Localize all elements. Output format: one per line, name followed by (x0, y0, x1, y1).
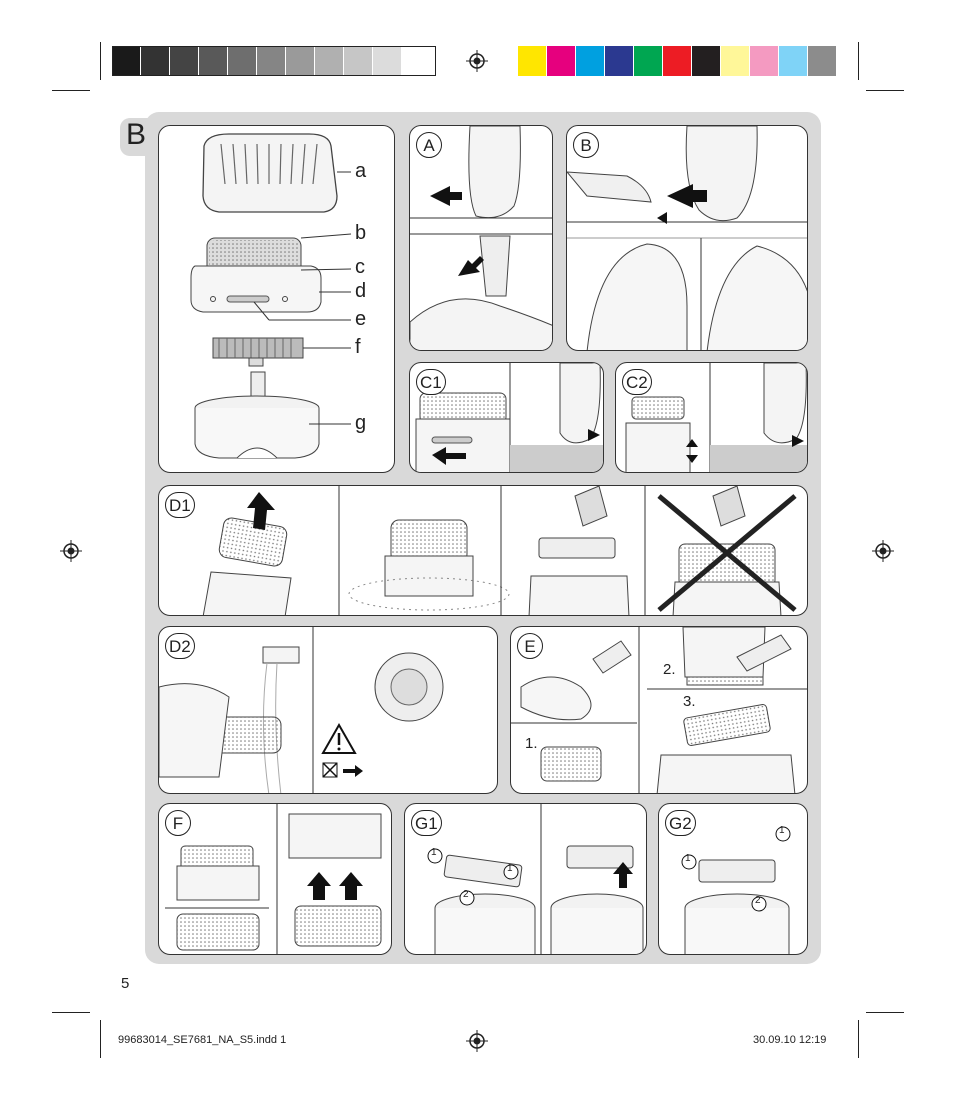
panel-label: G1 (411, 810, 442, 836)
panel-label: D2 (165, 633, 195, 659)
registration-mark-icon (60, 540, 82, 562)
panel-c1: C1 (409, 362, 604, 473)
panel-d2-illustration (159, 627, 444, 793)
step-marker-1: 1 (685, 853, 691, 864)
part-label-e: e (355, 308, 367, 330)
color-swatch (750, 46, 779, 76)
step-marker-1: 1 (431, 847, 437, 858)
step-2-label: 2. (663, 661, 676, 678)
panel-c1-illustration (415, 363, 603, 472)
panel-label: G2 (665, 810, 696, 836)
color-swatch (518, 46, 547, 76)
step-marker-2: 2 (755, 895, 761, 906)
panel-g2-illustration (681, 826, 791, 954)
panel-g1-illustration (427, 804, 644, 954)
gray-swatch (344, 46, 373, 76)
crop-mark (52, 1012, 90, 1013)
panel-f-illustration (165, 804, 382, 954)
footer-filename: 99683014_SE7681_NA_S5.indd 1 (118, 1034, 287, 1046)
parts-exploded-illustration (190, 133, 352, 459)
gray-swatch (286, 46, 315, 76)
panel-d1-illustration (202, 486, 797, 615)
footer-date: 30.09.10 12:19 (753, 1034, 827, 1046)
crop-mark (858, 1020, 859, 1058)
registration-mark-icon (872, 540, 894, 562)
gray-swatch (141, 46, 170, 76)
color-swatch (634, 46, 663, 76)
panel-g1: G1 1 1 2 (404, 803, 647, 955)
panel-label: A (416, 132, 442, 158)
part-label-a: a (355, 160, 367, 182)
crop-mark (866, 1012, 904, 1013)
page-number: 5 (121, 975, 130, 992)
panel-e-illustration (511, 627, 807, 793)
part-label-c: c (355, 256, 365, 278)
color-swatch (808, 46, 837, 76)
step-3-label: 3. (683, 693, 696, 710)
panel-d1: D1 (158, 485, 808, 616)
panel-g2: G2 1 1 2 (658, 803, 808, 955)
color-swatch (547, 46, 576, 76)
step-1-label: 1. (525, 735, 538, 752)
grayscale-color-bar (112, 46, 431, 76)
gray-swatch (170, 46, 199, 76)
section-letter: B (126, 118, 147, 151)
step-marker-2: 2 (463, 889, 469, 900)
color-swatch (721, 46, 750, 76)
panel-f: F (158, 803, 392, 955)
gray-swatch (257, 46, 286, 76)
panel-label: D1 (165, 492, 195, 518)
panel-label: E (517, 633, 543, 659)
part-label-d: d (355, 280, 367, 302)
crop-mark (100, 1020, 101, 1058)
registration-mark-icon (466, 50, 488, 72)
crop-mark (52, 90, 90, 91)
part-label-g: g (355, 412, 367, 434)
gray-swatch (199, 46, 228, 76)
color-swatch (576, 46, 605, 76)
part-label-b: b (355, 222, 367, 244)
part-label-f: f (355, 336, 361, 358)
registration-mark-icon (466, 1030, 488, 1052)
panel-a-illustration (410, 126, 552, 350)
crop-mark (100, 42, 101, 80)
panel-label: B (573, 132, 599, 158)
parts-panel: a b c d e f g (158, 125, 395, 473)
crop-mark (866, 90, 904, 91)
panel-e: E 1. 2. 3. (510, 626, 808, 794)
gray-swatch (112, 46, 141, 76)
panel-d2: D2 (158, 626, 498, 794)
gray-swatch (402, 46, 431, 76)
gray-swatch (228, 46, 257, 76)
color-swatch (692, 46, 721, 76)
step-marker-1: 1 (507, 863, 513, 874)
crop-mark (858, 42, 859, 80)
gray-swatch (373, 46, 402, 76)
panel-a: A (409, 125, 553, 351)
panel-c2: C2 (615, 362, 808, 473)
step-marker-1: 1 (779, 825, 785, 836)
color-swatch (779, 46, 808, 76)
panel-b-illustration (567, 126, 807, 350)
panel-label: C2 (622, 369, 652, 395)
color-swatch (663, 46, 692, 76)
panel-c2-illustration (625, 363, 807, 472)
panel-b: B (566, 125, 808, 351)
gray-swatch (315, 46, 344, 76)
color-swatch (605, 46, 634, 76)
process-color-bar (518, 46, 837, 76)
panel-label: C1 (416, 369, 446, 395)
panel-label: F (165, 810, 191, 836)
